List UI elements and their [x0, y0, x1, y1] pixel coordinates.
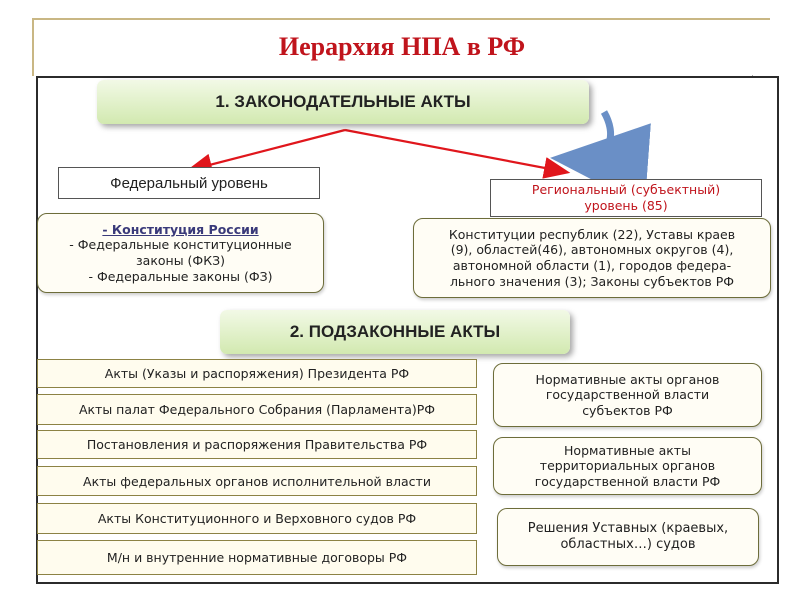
- regional-subact-line: территориальных органов: [539, 458, 716, 474]
- regional-subact-line: областных…) судов: [560, 537, 696, 552]
- federal-subact-box: Акты федеральных органов исполнительной …: [37, 466, 477, 496]
- federal-subact-label: Акты Конституционного и Верховного судов…: [97, 511, 417, 526]
- regional-subact-line: государственной власти РФ: [534, 473, 721, 489]
- regional-acts-box: Конституции республик (22), Уставы краев…: [413, 218, 771, 298]
- regional-subact-line: субъектов РФ: [582, 402, 673, 418]
- subordinate-acts-header-label: 2. ПОДЗАКОННЫЕ АКТЫ: [289, 322, 501, 341]
- federal-act-item: - Федеральные законы (ФЗ): [88, 268, 273, 284]
- federal-subact-box: Акты палат Федерального Собрания (Парлам…: [37, 394, 477, 425]
- regional-subact-line: Нормативные акты органов: [535, 371, 720, 387]
- regional-act-line: автономной области (1), городов федера-: [452, 258, 732, 273]
- regional-subact-box: Нормативные акты органов государственной…: [493, 363, 762, 427]
- regional-subact-line: Нормативные акты: [564, 442, 691, 458]
- federal-subact-label: Акты федеральных органов исполнительной …: [83, 473, 431, 489]
- regional-level-line2: уровень (85): [584, 198, 668, 213]
- federal-subact-label: Постановления и распоряжения Правительст…: [86, 437, 428, 452]
- regional-subact-line: государственной власти: [545, 387, 710, 403]
- federal-level-box: Федеральный уровень: [58, 167, 320, 199]
- regional-subact-box: Нормативные акты территориальных органов…: [493, 437, 762, 495]
- federal-act-item: законы (ФКЗ): [136, 253, 225, 268]
- federal-acts-box: - Конституция России - Федеральные конст…: [37, 213, 324, 293]
- title-area: Иерархия НПА в РФ ·: [32, 18, 770, 82]
- federal-subact-box: Акты Конституционного и Верховного судов…: [37, 503, 477, 534]
- federal-subact-label: Акты (Указы и распоряжения) Президента Р…: [104, 366, 410, 381]
- subordinate-acts-header: 2. ПОДЗАКОННЫЕ АКТЫ: [220, 310, 570, 354]
- federal-subact-box: Постановления и распоряжения Правительст…: [37, 430, 477, 459]
- arrow-to-federal: [185, 128, 346, 176]
- federal-subact-label: М/н и внутренние нормативные договоры РФ: [106, 550, 408, 565]
- regional-level-line1: Региональный (субъектный): [531, 182, 721, 198]
- legislative-acts-header-label: 1. ЗАКОНОДАТЕЛЬНЫЕ АКТЫ: [215, 92, 471, 111]
- federal-act-item: - Федеральные конституционные: [69, 237, 292, 253]
- federal-level-label: Федеральный уровень: [110, 174, 268, 192]
- regional-subact-line: Решения Уставных (краевых,: [527, 520, 729, 536]
- regional-act-line: льного значения (3); Законы субъектов РФ: [449, 273, 735, 289]
- federal-subact-label: Акты палат Федерального Собрания (Парлам…: [78, 402, 436, 417]
- regional-act-line: (9), областей(46), автономных округов (4…: [450, 242, 734, 258]
- federal-subact-box: Акты (Указы и распоряжения) Президента Р…: [37, 359, 477, 388]
- regional-subact-box: Решения Уставных (краевых, областных…) с…: [497, 508, 759, 566]
- arrow-to-regional: [344, 128, 571, 179]
- federal-act-item: - Конституция России: [102, 221, 259, 237]
- regional-level-box: Региональный (субъектный) уровень (85): [490, 179, 762, 217]
- regional-act-line: Конституции республик (22), Уставы краев: [448, 226, 736, 242]
- federal-subact-box: М/н и внутренние нормативные договоры РФ: [37, 540, 477, 575]
- legislative-acts-header: 1. ЗАКОНОДАТЕЛЬНЫЕ АКТЫ: [97, 80, 589, 124]
- curved-blue-arrow: [550, 110, 651, 207]
- slide-title: Иерархия НПА в РФ: [278, 32, 526, 61]
